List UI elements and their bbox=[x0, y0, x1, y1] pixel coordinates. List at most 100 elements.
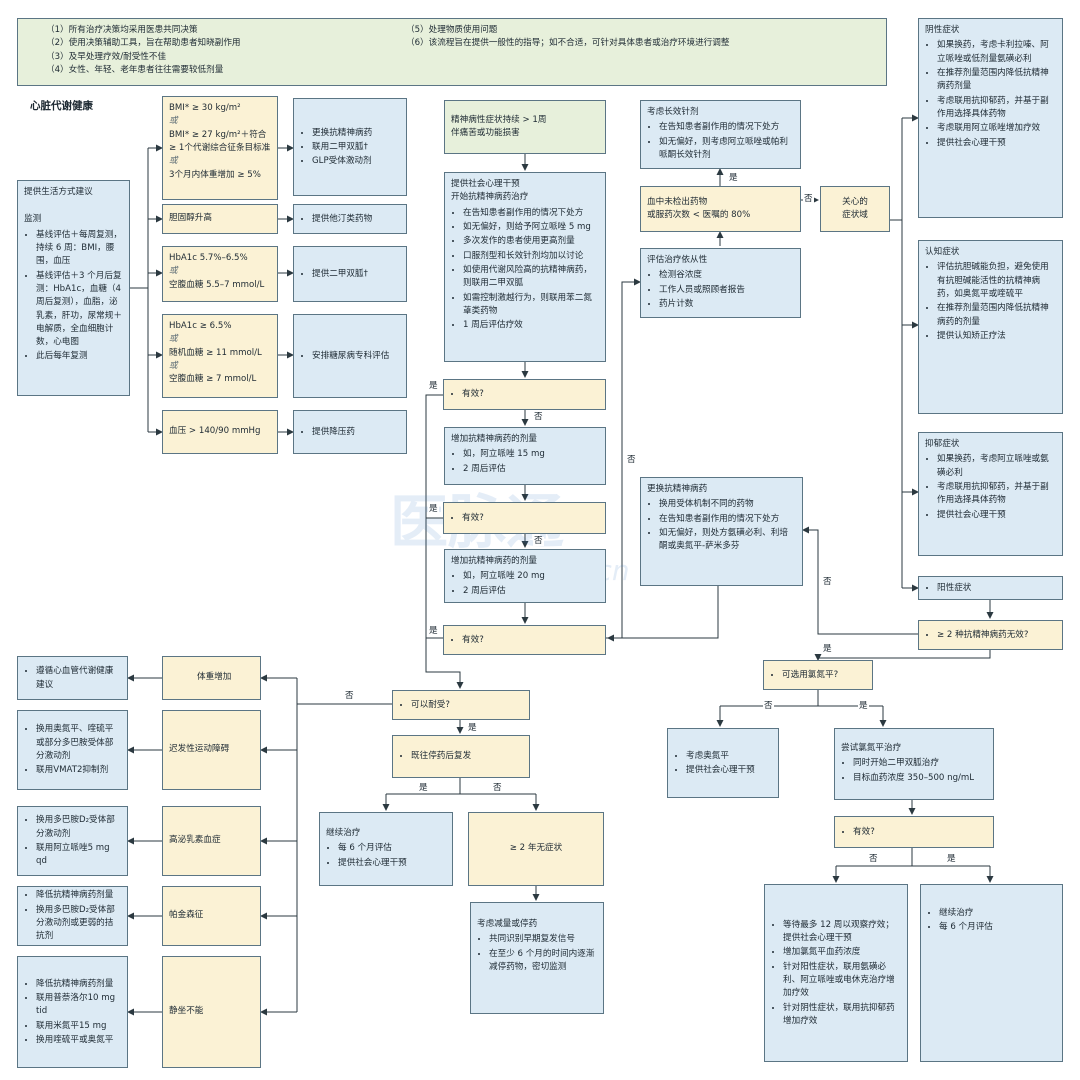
yes-label: 是 bbox=[858, 701, 869, 711]
switch-antipsychotic-box: 更换抗精神病药 换用受体机制不同的药物 在告知患者副作用的情况下处方 如无偏好，… bbox=[640, 477, 803, 586]
increase-item: 2 周后评估 bbox=[463, 585, 599, 598]
side-effect-hyperprolactinemia-action: 换用多巴胺D₂受体部分激动剂 联用阿立哌唑5 mg qd bbox=[17, 806, 128, 876]
or-label: 或 bbox=[169, 156, 178, 167]
clozapine-effective-decision: 有效? bbox=[834, 816, 994, 848]
switch-item: 在告知患者副作用的情况下处方 bbox=[659, 513, 796, 526]
lifestyle-head: 提供生活方式建议 bbox=[24, 187, 93, 197]
hba1c-mid-action: 提供二甲双胍† bbox=[293, 246, 407, 302]
side-effect-item: 联用阿立哌唑5 mg qd bbox=[36, 842, 121, 869]
start-line: 伴痛苦或功能损害 bbox=[451, 128, 520, 138]
olanzapine-item: 考虑奥氮平 bbox=[686, 750, 755, 763]
no-label: 否 bbox=[803, 194, 814, 204]
lai-box: 考虑长效针剂 在告知患者副作用的情况下处方 如无偏好，则考虑阿立哌唑或帕利哌酮长… bbox=[640, 100, 801, 169]
clozapine-trial-box: 尝试氯氮平治疗 同时开始二甲双胍治疗 目标血药浓度 350–500 ng/mL bbox=[834, 728, 994, 800]
start-line: 精神病性症状持续 > 1周 bbox=[451, 114, 547, 125]
yes-label: 是 bbox=[822, 644, 833, 654]
side-effect-item: 降低抗精神病药剂量 bbox=[36, 978, 121, 991]
side-effect-weight-gain: 体重增加 bbox=[162, 656, 261, 700]
init-item: 如需控制激越行为，则联用苯二氮䓬类药物 bbox=[463, 292, 599, 319]
init-item: 如无偏好，则给予阿立哌唑 5 mg bbox=[463, 221, 599, 234]
init-item: 口服剂型和长效针剂均加以讨论 bbox=[463, 250, 599, 263]
decision-text: 可选用氯氮平? bbox=[782, 669, 838, 682]
domain-head: 认知症状 bbox=[925, 247, 960, 257]
domain-item: 提供社会心理干预 bbox=[937, 509, 1056, 522]
no-label: 否 bbox=[344, 691, 355, 701]
domain-item: 评估抗胆碱能负担，避免使用有抗胆碱能活性的抗精神病药，如奥氮平或喹硫平 bbox=[937, 261, 1056, 301]
no-label: 否 bbox=[533, 412, 544, 422]
decision-text: ≥ 2 种抗精神病药无效? bbox=[937, 629, 1028, 642]
domain-item: 考虑联用抗抑郁药，并基于副作用选择具体药物 bbox=[937, 481, 1056, 508]
decision-text: 有效? bbox=[462, 512, 484, 525]
note-2: （2）使用决策辅助工具，旨在帮助患者知晓副作用 bbox=[46, 38, 241, 49]
adherence-item: 检测谷浓度 bbox=[659, 269, 794, 282]
domain-item: 考虑联用抗抑郁药，并基于副作用选择具体药物 bbox=[937, 95, 1056, 122]
domain-head: 阴性症状 bbox=[925, 25, 960, 35]
olanzapine-item: 提供社会心理干预 bbox=[686, 764, 755, 777]
note-4: （4）女性、年轻、老年患者往往需要较低剂量 bbox=[46, 64, 224, 75]
no-label: 否 bbox=[868, 854, 879, 864]
hba1c-line: HbA1c ≥ 6.5% bbox=[169, 321, 232, 331]
note-3: （3）及早处理疗效/耐受性不佳 bbox=[46, 51, 167, 62]
decision-text: 有效? bbox=[462, 634, 484, 647]
two-drug-failure-decision: ≥ 2 种抗精神病药无效? bbox=[918, 620, 1063, 650]
side-effect-item: 联用米氮平15 mg bbox=[36, 1020, 121, 1033]
domain-item: 在推荐剂量范围内降低抗精神病药的剂量 bbox=[937, 302, 1056, 329]
cognitive-symptoms-box: 认知症状 评估抗胆碱能负担，避免使用有抗胆碱能活性的抗精神病药，如奥氮平或喹硫平… bbox=[918, 240, 1063, 414]
switch-item: 如无偏好，则处方氨磺必利、利培酮或奥氮平-萨米多芬 bbox=[659, 527, 796, 554]
no-response-item: 针对阳性症状，联用氨磺必利、阿立哌唑或电休克治疗增加疗效 bbox=[783, 961, 901, 1001]
adherence-head: 评估治疗依从性 bbox=[647, 255, 708, 265]
no-label: 否 bbox=[763, 701, 774, 711]
trial-head: 尝试氯氮平治疗 bbox=[841, 743, 902, 754]
decision-text: 有效? bbox=[853, 826, 875, 839]
effective-decision-3: 有效? bbox=[443, 625, 606, 655]
no-label: 否 bbox=[626, 455, 637, 465]
yes-label: 是 bbox=[428, 504, 439, 514]
increase-dose-box-1: 增加抗精神病药的剂量 如，阿立哌唑 15 mg 2 周后评估 bbox=[444, 427, 606, 485]
side-effect-parkinsonism-action: 降低抗精神病药剂量 换用多巴胺D₂受体部分激动剂或更弱的拮抗剂 bbox=[17, 886, 128, 946]
level-line: 血中未检出药物 bbox=[647, 196, 708, 207]
init-item: 如使用代谢风险高的抗精神病药，则联用二甲双胍 bbox=[463, 264, 599, 291]
note-1: （1）所有治疗决策均采用医患共同决策 bbox=[46, 25, 198, 35]
positive-symptoms-box: 阳性症状 bbox=[918, 576, 1063, 600]
taper-item: 共同识别早期复发信号 bbox=[489, 933, 597, 946]
monitor-item: 基线评估＋3 个月后复测：HbA1c，血糖（4 周后复测），血脂，泌乳素，肝功，… bbox=[36, 270, 123, 350]
action-item: 提供二甲双胍† bbox=[312, 268, 368, 281]
decision-text: 可以耐受? bbox=[411, 699, 450, 712]
yes-label: 是 bbox=[428, 626, 439, 636]
hba1c-line: 随机血糖 ≥ 11 mmol/L bbox=[169, 347, 262, 358]
action-item: 提供他汀类药物 bbox=[312, 213, 372, 226]
effective-decision-1: 有效? bbox=[443, 379, 606, 410]
side-effect-item: 换用奥氮平、喹硫平或部分多巴胺受体部分激动剂 bbox=[36, 723, 121, 763]
bmi-line: BMI* ≥ 27 kg/m²＋符合 ≥ 1个代谢综合征条目标准 bbox=[169, 129, 271, 153]
lifestyle-box: 提供生活方式建议 监测 基线评估＋每周复测，持续 6 周：BMI，腰围，血压 基… bbox=[17, 180, 130, 396]
side-effect-item: 换用喹硫平或奥氮平 bbox=[36, 1034, 121, 1047]
olanzapine-box: 考虑奥氮平 提供社会心理干预 bbox=[667, 728, 779, 798]
clozapine-available-decision: 可选用氯氮平? bbox=[763, 660, 873, 690]
hba1c-line: HbA1c 5.7%–6.5% bbox=[169, 253, 248, 263]
side-effect-item: 遵循心血管代谢健康建议 bbox=[36, 665, 121, 692]
no-response-item: 增加氯氮平血药浓度 bbox=[783, 946, 901, 959]
switch-item: 换用受体机制不同的药物 bbox=[659, 498, 796, 511]
taper-item: 在至少 6 个月的时间内逐渐减停药物，密切监测 bbox=[489, 948, 597, 975]
side-effect-item: 换用多巴胺D₂受体部分激动剂或更弱的拮抗剂 bbox=[36, 904, 121, 944]
trial-item: 同时开始二甲双胍治疗 bbox=[853, 757, 974, 770]
taper-box: 考虑减量或停药 共同识别早期复发信号 在至少 6 个月的时间内逐渐减停药物，密切… bbox=[470, 902, 604, 1014]
action-item: GLP受体激动剂 bbox=[312, 155, 372, 168]
increase-head: 增加抗精神病药的剂量 bbox=[451, 434, 537, 444]
domain-item: 提供社会心理干预 bbox=[937, 137, 1056, 150]
adherence-item: 工作人员或照顾者报告 bbox=[659, 284, 794, 297]
initial-treatment-box: 提供社会心理干预 开始抗精神病药治疗 在告知患者副作用的情况下处方 如无偏好，则… bbox=[444, 172, 606, 362]
yes-label: 是 bbox=[946, 854, 957, 864]
side-effect-tardive-dyskinesia-action: 换用奥氮平、喹硫平或部分多巴胺受体部分激动剂 联用VMAT2抑制剂 bbox=[17, 710, 128, 790]
action-item: 更换抗精神病药 bbox=[312, 127, 372, 140]
domain-head: 抑郁症状 bbox=[925, 439, 960, 449]
continue-treatment-box: 继续治疗 每 6 个月评估 提供社会心理干预 bbox=[319, 812, 453, 886]
side-effect-parkinsonism: 帕金森征 bbox=[162, 886, 261, 946]
domain-head: 阳性症状 bbox=[937, 582, 971, 595]
continue-item: 每 6 个月评估 bbox=[338, 842, 407, 855]
hba1c-high-action: 安排糖尿病专科评估 bbox=[293, 314, 407, 398]
init-item: 在告知患者副作用的情况下处方 bbox=[463, 207, 599, 220]
yes-label: 是 bbox=[428, 381, 439, 391]
yes-label: 是 bbox=[418, 783, 429, 793]
